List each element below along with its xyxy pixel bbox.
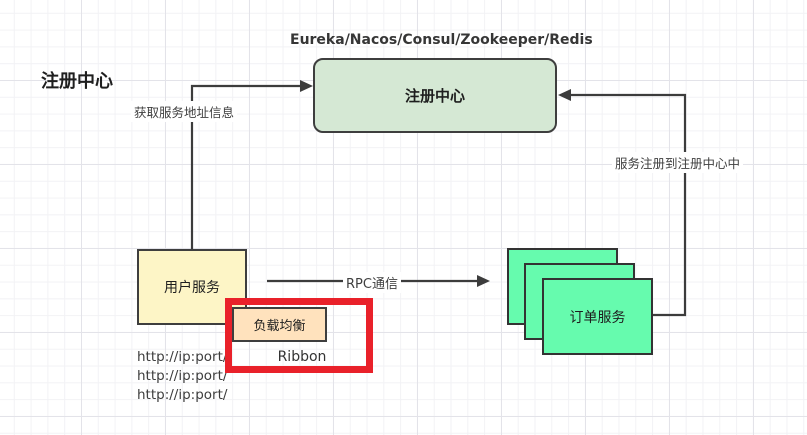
url-list: http://ip:port/ http://ip:port/ http://i… — [137, 348, 227, 405]
fetch-connector — [190, 80, 313, 250]
url-line: http://ip:port/ — [137, 349, 228, 365]
ribbon-impl-label: Ribbon — [277, 349, 327, 365]
order-service-label: 订单服务 — [569, 309, 626, 326]
user-service-label: 用户服务 — [164, 280, 220, 296]
registry-center-label: 注册中心 — [404, 87, 465, 105]
arrowhead-right-icon — [477, 275, 490, 287]
load-balancer-label: 负载均衡 — [253, 319, 306, 334]
registry-center-node: 注册中心 — [313, 58, 557, 133]
register-connector — [558, 89, 687, 317]
fetch-address-edge-label: 获取服务地址信息 — [131, 101, 238, 122]
order-service-node: 订单服务 — [542, 278, 653, 355]
register-edge-label: 服务注册到注册中心中 — [612, 152, 744, 173]
page-title: 注册中心 — [41, 71, 113, 92]
highlight-rectangle — [225, 298, 373, 373]
load-balancer-node: 负载均衡 — [232, 307, 327, 342]
arrowhead-left-icon — [558, 89, 571, 101]
rpc-edge-label: RPC通信 — [343, 272, 401, 293]
url-line: http://ip:port/ — [137, 387, 228, 403]
registry-tech-caption: Eureka/Nacos/Consul/Zookeeper/Redis — [290, 32, 593, 48]
arrowhead-right-icon — [300, 80, 313, 92]
url-line: http://ip:port/ — [137, 368, 228, 384]
